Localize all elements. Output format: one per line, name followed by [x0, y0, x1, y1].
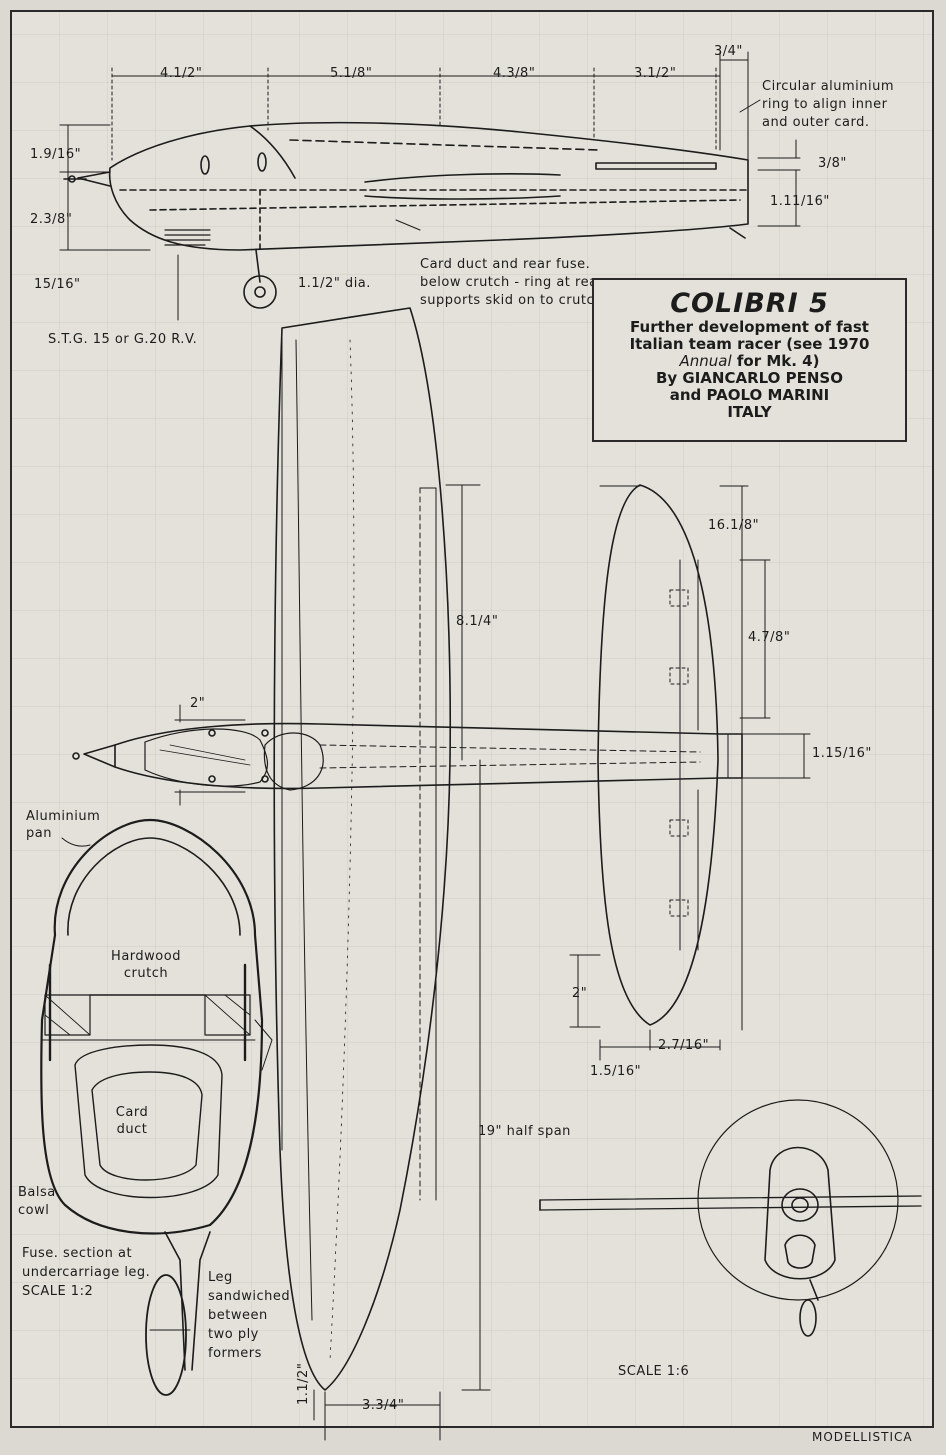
subtitle: Further development of fast Italian team…: [594, 319, 905, 421]
dim-2-3-8: 2.3/8": [30, 212, 73, 227]
top-view-fuselage: [72, 722, 743, 791]
dim-wheel-diameter: 1.1/2" dia.: [298, 276, 371, 291]
subtitle-line-1: Further development of fast: [630, 318, 869, 336]
balsa-cowl-label: Balsa cowl: [18, 1185, 56, 1218]
country-line: ITALY: [727, 403, 772, 421]
side-view-fuselage: [63, 121, 749, 309]
dim-5-1-8: 5.1/8": [330, 66, 373, 81]
leg-note: Leg sandwiched between two ply formers: [208, 1270, 291, 1361]
card-duct-label: Card duct: [115, 1105, 149, 1137]
dim-8-1-4: 8.1/4": [456, 614, 499, 629]
scale-label: SCALE 1:6: [618, 1364, 690, 1379]
ring-note: Circular aluminium ring to align inner a…: [762, 79, 895, 130]
subtitle-line-3-rest: for Mk. 4): [731, 352, 820, 370]
author-line-2: and PAOLO MARINI: [669, 386, 830, 404]
dim-3-4: 3/4": [714, 44, 743, 59]
dim-4-3-8: 4.3/8": [493, 66, 536, 81]
leader-lines: [61, 99, 761, 847]
model-title: COLIBRI 5: [670, 288, 829, 319]
dim-1-15-16: 1.15/16": [812, 746, 872, 761]
dim-3-8: 3/8": [818, 156, 847, 171]
subtitle-line-3: Annual for Mk. 4): [600, 353, 899, 370]
dim-16-1-8: 16.1/8": [708, 518, 760, 533]
aluminium-pan-label: Aluminium pan: [26, 809, 101, 841]
drawing-sheet: [10, 10, 934, 1428]
annual-word: Annual: [679, 352, 732, 370]
dim-3-3-4: 3.3/4": [362, 1398, 405, 1413]
subtitle-line-2: Italian team racer (see 1970: [629, 335, 870, 353]
dim-19-half-span: 19" half span: [478, 1124, 571, 1139]
side-dimension-lines: [59, 51, 801, 321]
dim-1-5-16: 1.5/16": [590, 1064, 642, 1079]
wing-planform: [273, 307, 451, 1391]
title-box: COLIBRI 5 Further development of fast It…: [592, 278, 907, 442]
fuselage-cross-section: [40, 818, 273, 1396]
dim-3-1-2: 3.1/2": [634, 66, 677, 81]
dim-1-11-16: 1.11/16": [770, 194, 830, 209]
dim-2-7-16: 2.7/16": [658, 1038, 710, 1053]
card-duct-note: Card duct and rear fuse. below crutch - …: [420, 257, 608, 308]
dim-4-7-8: 4.7/8": [748, 630, 791, 645]
publisher-footer: MODELLISTICA: [812, 1430, 913, 1444]
fuse-section-label: Fuse. section at undercarriage leg. SCAL…: [22, 1246, 151, 1299]
dim-2-tail: 2": [572, 986, 588, 1001]
engine-label: S.T.G. 15 or G.20 R.V.: [48, 332, 198, 347]
dim-15-16: 15/16": [34, 277, 81, 292]
dim-2-fuselage: 2": [190, 696, 206, 711]
top-dimension-lines: [174, 484, 811, 1441]
dim-4-1-2: 4.1/2": [160, 66, 203, 81]
dim-1-9-16: 1.9/16": [30, 147, 82, 162]
dim-1-1-2: 1.1/2": [296, 1362, 311, 1405]
hardwood-crutch-label: Hardwood crutch: [111, 949, 181, 981]
author-line-1: By GIANCARLO PENSO: [655, 369, 843, 387]
front-view: [539, 1099, 922, 1337]
tailplane: [597, 484, 719, 1026]
